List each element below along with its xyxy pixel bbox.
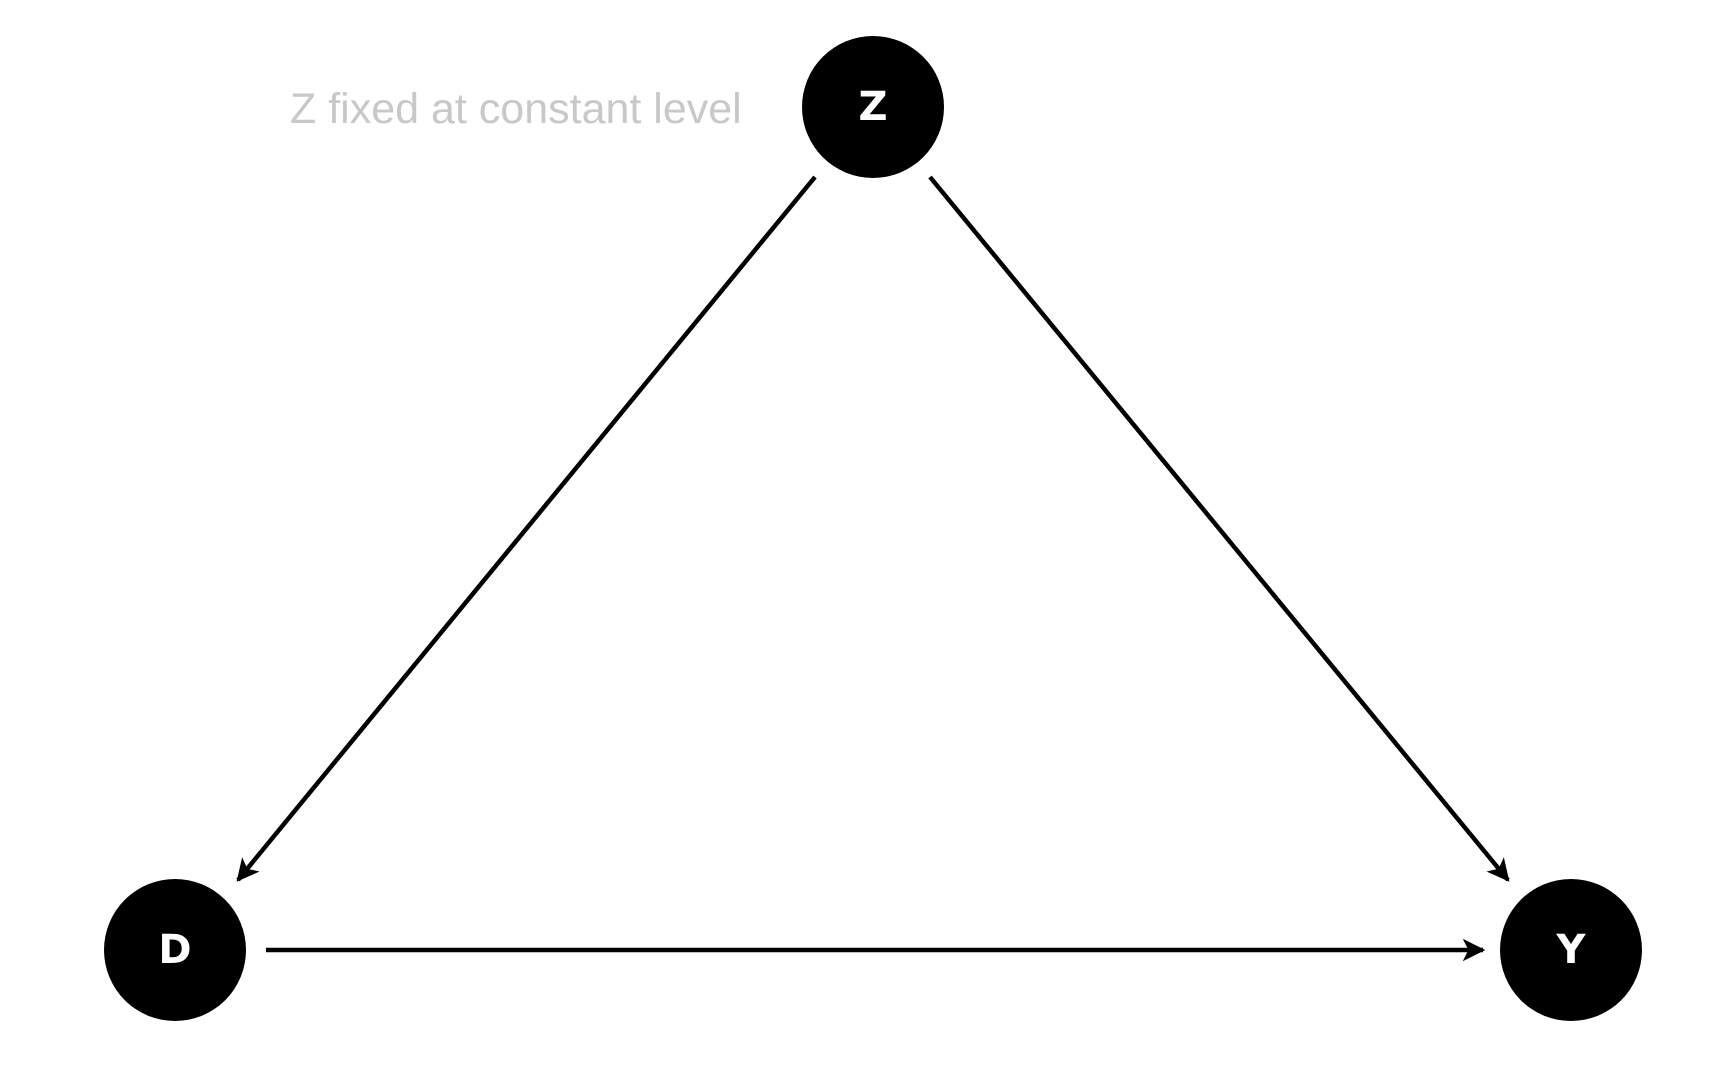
node-d-circle (104, 879, 246, 1021)
node-y: Y (1500, 879, 1642, 1021)
node-z: Z (802, 36, 944, 178)
node-y-circle (1500, 879, 1642, 1021)
node-d-label: D (158, 927, 191, 973)
node-y-label: Y (1556, 927, 1587, 973)
node-z-label: Z (858, 84, 887, 130)
node-z-circle (802, 36, 944, 178)
node-d: D (104, 879, 246, 1021)
edge-z-to-d (236, 175, 817, 882)
annotation-text: Z fixed at constant level (290, 85, 742, 133)
edge-z-to-y (928, 175, 1510, 882)
